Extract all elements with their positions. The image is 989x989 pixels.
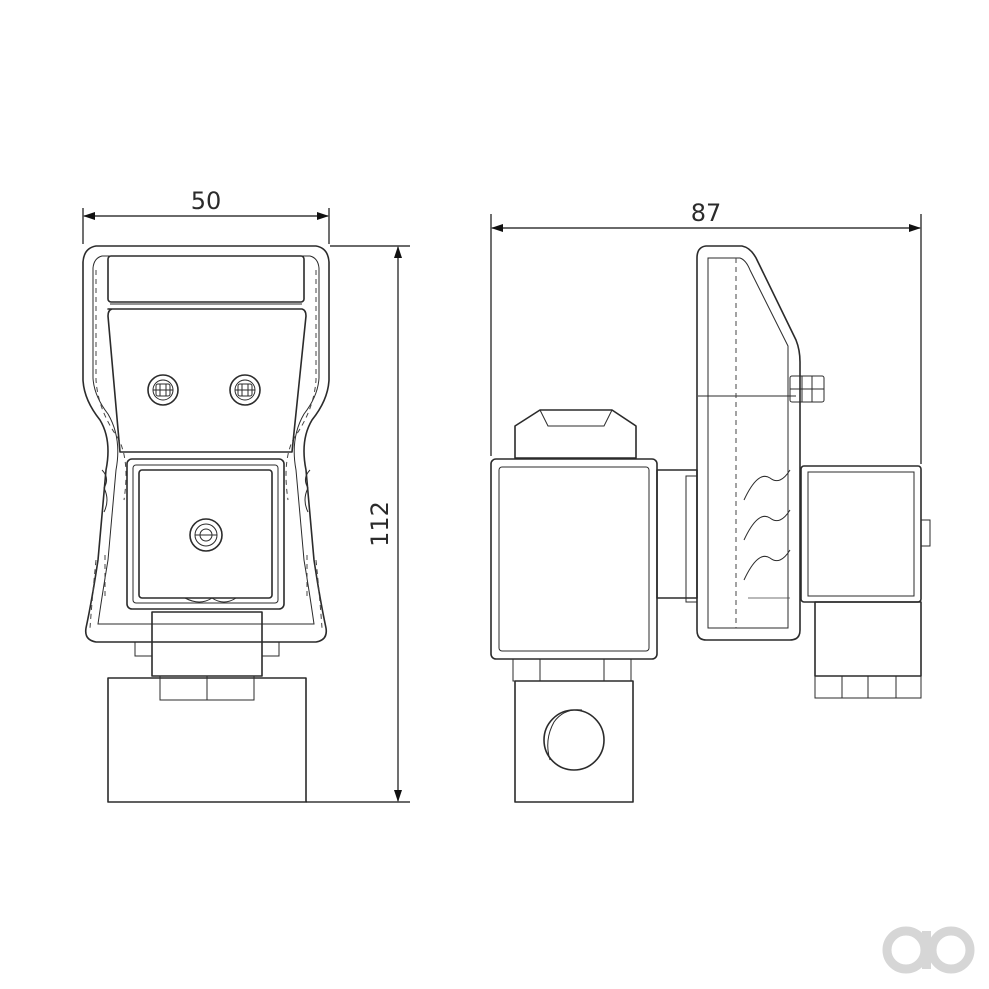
front-coil-cap-outer [126, 458, 285, 610]
ao-logo [882, 926, 975, 974]
right-button [229, 374, 261, 406]
side-coil-top-cap [514, 409, 637, 459]
side-valve-port [543, 709, 605, 771]
dimension-side-width: 87 [490, 199, 922, 464]
dimension-front-width: 50 [82, 187, 330, 244]
front-control-panel [107, 308, 307, 453]
front-housing-inner-outline [92, 255, 320, 625]
side-width-label: 87 [691, 199, 722, 227]
left-button [147, 374, 179, 406]
side-valve-body [514, 680, 634, 803]
front-valve-neck [151, 611, 263, 677]
dimension-height: 112 [306, 245, 410, 803]
height-label: 112 [366, 501, 394, 547]
front-housing-outline [82, 245, 330, 643]
side-view [490, 245, 931, 803]
side-right-solenoid [800, 465, 922, 603]
front-valve-body [107, 677, 307, 803]
front-width-label: 50 [191, 187, 222, 215]
front-view [82, 245, 330, 803]
front-display-window [107, 255, 305, 303]
side-coil-body [490, 458, 658, 660]
front-screw [189, 518, 223, 552]
side-housing [696, 245, 801, 641]
